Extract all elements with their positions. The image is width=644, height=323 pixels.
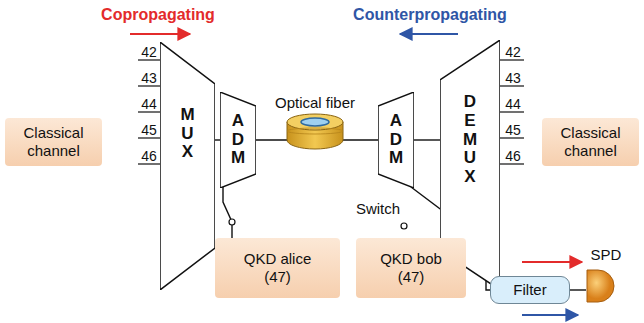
adm-trapezoid: ADM (378, 92, 414, 188)
channel-number: 45 (505, 122, 521, 138)
fiber-connector (414, 139, 440, 140)
trapezoid-shape (220, 92, 256, 188)
node-text: Filter (513, 281, 546, 299)
node-text: QKD alice (47) (237, 250, 319, 286)
mux-trapezoid: MUX (160, 42, 215, 290)
node-text: ADM (388, 112, 405, 168)
channel-number: 44 (141, 96, 157, 112)
fiber-connector (223, 187, 232, 238)
node-text: SPD (586, 246, 626, 264)
switch-label: Switch (356, 200, 400, 217)
node-text: Classical channel (548, 124, 633, 160)
direction-arrow (130, 33, 190, 35)
direction-label: Copropagating (101, 6, 215, 24)
classical-channel-box: Classical channel (5, 118, 102, 166)
detector-outline (586, 269, 620, 303)
trapezoid-outline (160, 42, 215, 290)
node-text: QKD bob (47) (370, 250, 452, 286)
classical-channel-box: Classical channel (542, 118, 639, 166)
channel-number: 45 (141, 122, 157, 138)
channel-number: 42 (141, 44, 157, 60)
node-text: DEMUX (462, 93, 479, 186)
qkd-box: QKD alice (47) (215, 238, 340, 298)
trapezoid-shape (378, 92, 414, 188)
channel-number: 46 (141, 148, 157, 164)
fiber-connector (570, 289, 586, 290)
channel-number: 46 (505, 148, 521, 164)
channel-number: 44 (505, 96, 521, 112)
direction-label: Counterpropagating (353, 6, 507, 24)
direction-arrow (400, 33, 458, 35)
spd-detector: SPD (586, 246, 626, 302)
channel-number: 42 (505, 44, 521, 60)
adm-trapezoid: ADM (220, 92, 256, 188)
channel-number: 43 (505, 70, 521, 86)
fiber-spool (287, 114, 343, 149)
channel-number: 43 (141, 70, 157, 86)
node-text: MUX (179, 106, 196, 162)
direction-arrow (522, 261, 582, 263)
node-text: ADM (230, 112, 247, 168)
node-text: Classical channel (11, 124, 96, 160)
fiber-label: Optical fiber (275, 94, 355, 111)
filter-box: Filter (490, 276, 570, 304)
qkd-box: QKD bob (47) (356, 238, 466, 298)
detector-shape (587, 270, 614, 302)
direction-arrow (522, 314, 578, 316)
trapezoid-shape (160, 42, 215, 290)
